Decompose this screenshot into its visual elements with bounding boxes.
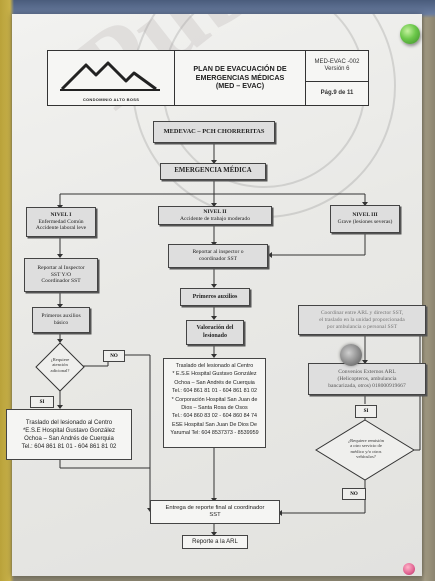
title-line: EMERGENCIAS MÉDICAS — [195, 72, 285, 82]
decision-diamond-1 — [35, 342, 85, 392]
reportar-inspector-2-box: Reportar al inspector o coordinador SST — [168, 244, 268, 268]
nivel-3-box: NIVEL III Grave (lesiones severas) — [330, 205, 400, 233]
requiere-decision-text: ¿Requiere atención adicional? — [40, 357, 80, 373]
primeros-line: Primeros auxilios — [41, 313, 81, 320]
nivel-1-box: NIVEL I Enfermedad Común Accidente labor… — [26, 207, 96, 237]
decision-line: atención — [52, 362, 68, 368]
document-header: CONDOMINIO ALTO BOSS PLAN DE EVACUACIÓN … — [47, 50, 369, 106]
reportar-line: Coordinador SST — [41, 278, 81, 285]
nivel-1-line: Enfermedad Común — [38, 218, 84, 225]
nivel-3-title: NIVEL III — [352, 212, 378, 219]
decision-line: a otro servicio de — [350, 443, 382, 449]
green-pushpin — [400, 24, 420, 44]
traslado-box-center: Traslado del lesionado al Centro * E.S.E… — [163, 358, 266, 448]
coordinar-arl-box: Coordinar entre ARL y director SST, el t… — [298, 305, 426, 335]
convenios-line: (Helicopteros, ambulancia — [337, 375, 397, 382]
valoracion-line: Valoración del — [196, 325, 234, 331]
document-code-cell: MED-EVAC -002 Versión 6 Pág.9 de 11 — [306, 51, 368, 105]
document-version: Versión 6 — [324, 65, 350, 72]
entrega-line: SST — [209, 512, 221, 518]
entrega-reporte-box: Entrega de reporte final al coordinador … — [150, 500, 280, 524]
reportar-line: SST Y/O — [50, 271, 72, 278]
decision-diamond-2 — [315, 419, 415, 481]
traslado-box-left: Traslado del lesionado al Centro *E.S.E … — [6, 409, 132, 460]
document-code: MED-EVAC -002 — [314, 58, 360, 65]
decision-line: adicional? — [50, 367, 70, 373]
convenios-line: bancarizada, otros) 018000919667 — [328, 382, 406, 389]
coordinar-line: el traslado en la unidad proporcionada — [319, 316, 405, 323]
reportar-line: coordinador SST — [198, 256, 238, 262]
traslado-line: * E.S.E Hospital Gustavo González — [172, 371, 257, 378]
traslado-line: Tel.: 604 861 81 01 - 604 861 81 02 — [171, 388, 258, 395]
coordinar-line: Coordinar entre ARL y director SST, — [320, 309, 404, 316]
valoracion-box: Valoración del lesionado — [186, 320, 244, 345]
decision-line: ¿Requiere remisión — [348, 438, 384, 443]
reportar-line: Reportar al Inspector — [37, 265, 85, 272]
emergencia-box: EMERGENCIA MÉDICA — [160, 163, 266, 180]
nivel-3-line: Grave (lesiones severas) — [337, 219, 393, 225]
convenios-line: Convenios Externos ARL — [338, 368, 396, 375]
traslado-line: Ochoa – San Andrés de Cuerquia — [174, 379, 255, 386]
title-line: PLAN DE EVACUACIÓN DE — [193, 64, 287, 74]
valoracion-line: lesionado — [202, 332, 227, 339]
nivel-2-title: NIVEL II — [203, 208, 227, 215]
si-label-2: SI — [355, 405, 377, 418]
primeros-auxilios-basico-box: Primeros auxilios básico — [32, 307, 90, 333]
nivel-1-title: NIVEL I — [50, 212, 72, 219]
primeros-auxilios-box: Primeros auxilios — [180, 288, 250, 306]
screw-head — [340, 344, 362, 366]
traslado-line: Dios – Santa Rosa de Osos — [181, 405, 248, 412]
company-logo: CONDOMINIO ALTO BOSS — [48, 51, 175, 105]
decision-line: médico y/o otros — [350, 448, 382, 454]
logo-caption: CONDOMINIO ALTO BOSS — [82, 97, 140, 102]
traslado-line: Tel.: 604 860 83 02 - 604 860 84 74 — [171, 413, 258, 420]
requiere-remision-text: ¿Requiere remisión a otro servicio de mé… — [338, 438, 394, 460]
traslado-line: ESE Hospital San Juan De Dios De — [171, 421, 258, 428]
nivel-2-line: Accidente de trabajo moderado — [179, 215, 251, 222]
document-title: PLAN DE EVACUACIÓN DE EMERGENCIAS MÉDICA… — [175, 51, 306, 105]
page-number: Pág.9 de 11 — [320, 90, 354, 97]
nivel-1-line: Accidente laboral leve — [35, 225, 87, 232]
decision-line: ¿Requiere — [50, 357, 70, 362]
primeros-line: básico — [53, 320, 69, 326]
title-line: (MED – EVAC) — [215, 81, 265, 91]
traslado-line: Traslado del lesionado al Centro — [25, 419, 113, 426]
traslado-line: * Corporación Hospital San Juan de — [171, 396, 258, 403]
mountain-logo-icon — [60, 61, 160, 91]
reporte-arl-box: Reporte a la ARL — [182, 535, 248, 549]
entrega-line: Entrega de reporte final al coordinador — [165, 504, 265, 511]
reportar-inspector-box: Reportar al Inspector SST Y/O Coordinado… — [24, 258, 98, 292]
nivel-2-box: NIVEL II Accidente de trabajo moderado — [158, 206, 272, 225]
traslado-line: Tel.: 604 861 81 01 - 604 861 81 02 — [21, 443, 117, 450]
reportar-line: Reportar al inspector o — [192, 249, 244, 256]
coordinar-line: por ambulancia o personal SST — [326, 323, 398, 330]
no-label: NO — [103, 350, 125, 362]
traslado-line: *E.S.E Hospital Gustavo González — [22, 427, 116, 434]
decision-line: vehículos? — [356, 454, 376, 460]
traslado-line: Ochoa – San Andrés de Cuerquia — [24, 435, 114, 442]
pink-pushpin — [403, 563, 415, 575]
traslado-line: Traslado del lesionado al Centro — [175, 363, 254, 369]
traslado-line: Yarumal Tel: 604 8537373 - 8539959 — [170, 430, 259, 437]
no-label-2: NO — [342, 488, 366, 500]
medevac-box: MEDEVAC – PCH CHORRERITAS — [153, 121, 275, 143]
convenios-externos-box: Convenios Externos ARL (Helicopteros, am… — [308, 363, 426, 395]
si-label: SI — [30, 396, 54, 408]
